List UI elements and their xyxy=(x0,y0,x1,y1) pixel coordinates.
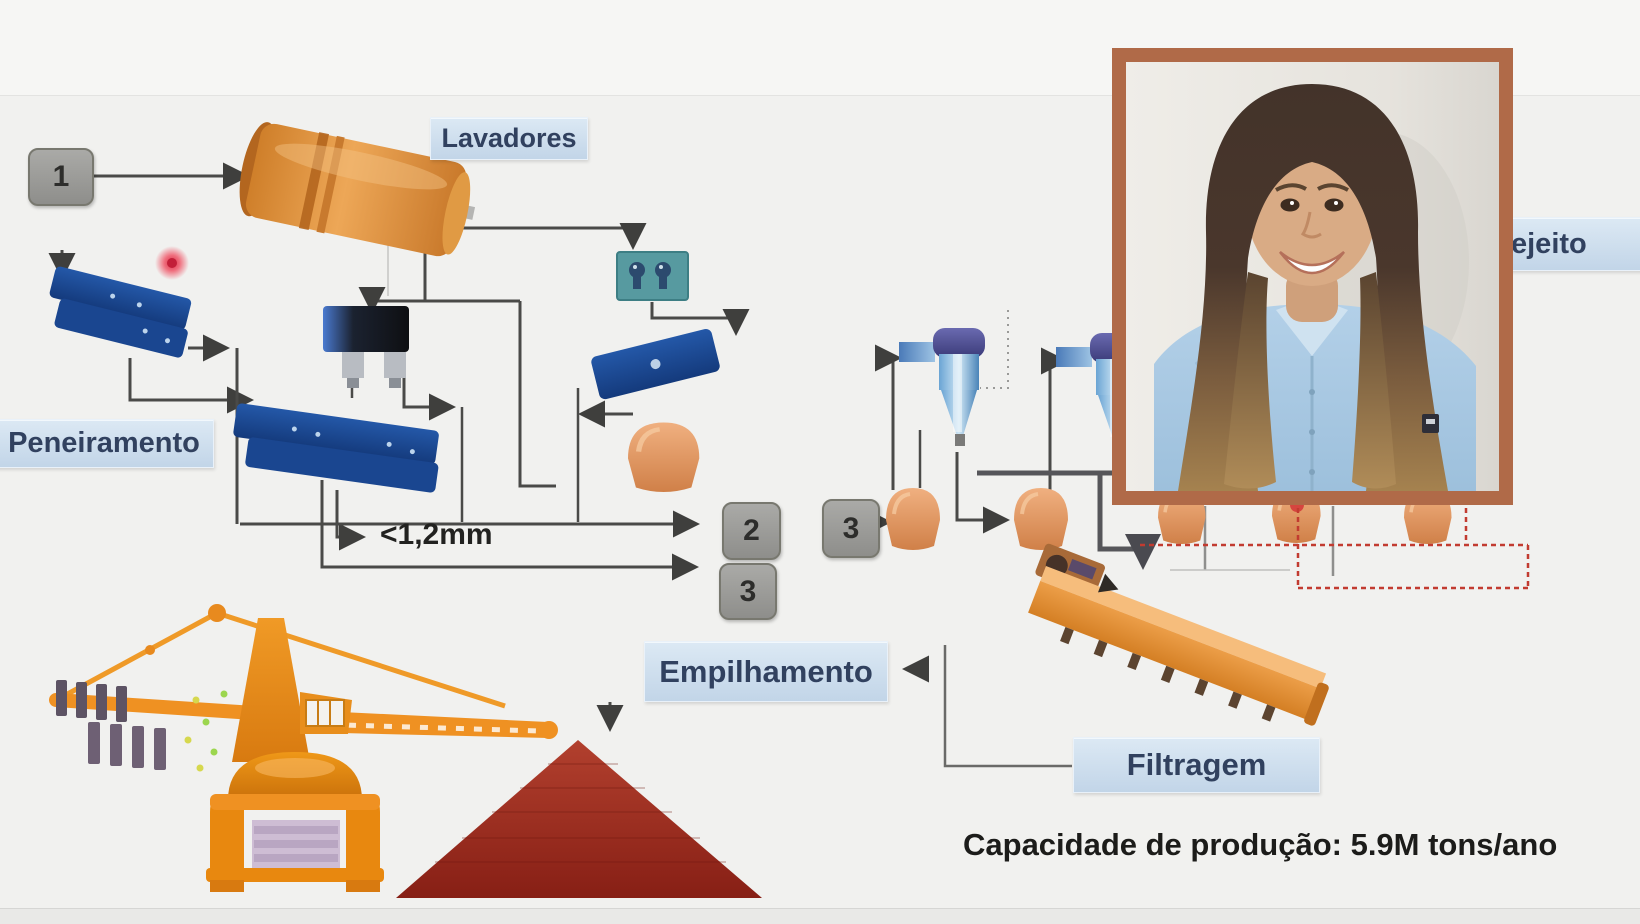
pump-sump-1 xyxy=(884,486,942,552)
shirt-logo xyxy=(1422,414,1439,433)
stream-marker-2: 2 xyxy=(722,502,781,560)
lavadores-label: Lavadores xyxy=(430,117,588,160)
screen-1 xyxy=(49,266,192,358)
hydrocyclone-1 xyxy=(899,328,985,446)
ore-stockpile xyxy=(396,740,762,898)
trommel-washer-illustration xyxy=(239,122,476,257)
laser-pointer-dot xyxy=(155,246,189,280)
presenter-video-frame xyxy=(1126,62,1499,491)
particle-size-note: <1,2mm xyxy=(380,518,493,551)
belt-filter xyxy=(1028,543,1329,726)
stream-marker-3a: 3 xyxy=(719,563,777,620)
pump-sump-a xyxy=(628,423,699,492)
presenter-portrait xyxy=(1126,62,1499,491)
pump-sump-2 xyxy=(1012,486,1070,552)
bottom-band xyxy=(0,908,1640,924)
empilhamento-label: Empilhamento xyxy=(644,641,888,702)
dotted-overflow-line xyxy=(980,310,1009,389)
rejeito-label: ejeito xyxy=(1492,217,1640,271)
red-dashed-tailings-lines xyxy=(1140,508,1530,590)
presenter-webcam-overlay xyxy=(1112,48,1513,505)
dewatering-screen xyxy=(591,328,720,400)
spray-dots xyxy=(184,690,228,772)
peneiramento-label: Peneiramento xyxy=(0,419,214,468)
capacity-caption: Capacidade de produção: 5.9M tons/ano xyxy=(963,827,1558,862)
stream-marker-3b: 3 xyxy=(822,499,880,558)
screen-2 xyxy=(233,403,439,493)
filtragem-connector-line xyxy=(943,645,1072,768)
presenter-figure xyxy=(1154,84,1476,491)
filtragem-label: Filtragem xyxy=(1073,737,1320,793)
stacker-machine xyxy=(49,604,558,892)
magnetic-separator xyxy=(323,306,409,388)
flow-lines xyxy=(48,162,1068,732)
stream-marker-1: 1 xyxy=(28,148,94,206)
pump-station-box xyxy=(616,251,689,301)
